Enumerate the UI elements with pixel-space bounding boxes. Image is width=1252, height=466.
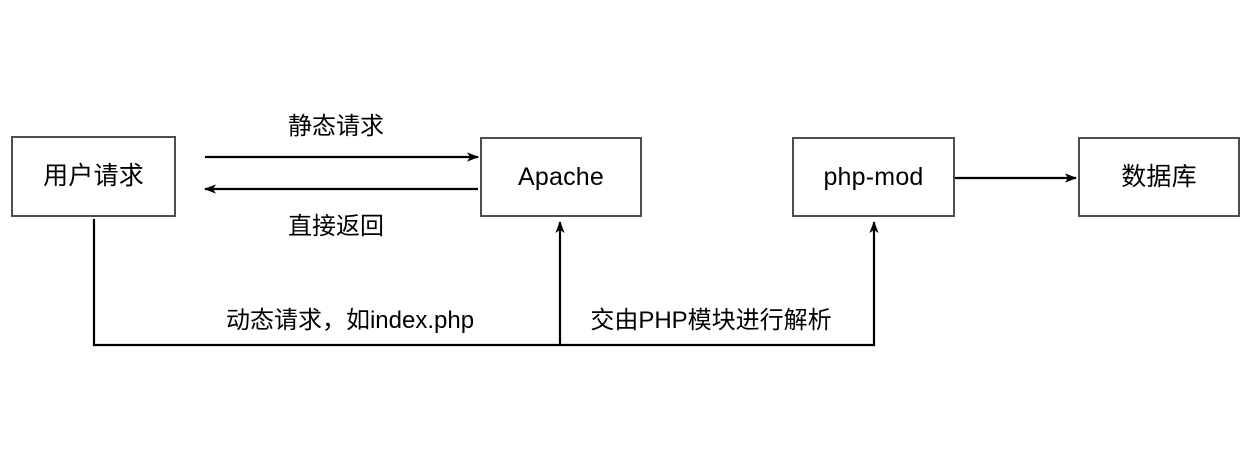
edge-label-dynamic-request: 动态请求，如index.php xyxy=(225,307,475,334)
node-database[interactable]: 数据库 xyxy=(1078,137,1240,217)
edge-dynamic-request xyxy=(92,219,565,347)
edge-label-direct-return: 直接返回 xyxy=(288,213,384,240)
node-php-mod-label: php-mod xyxy=(823,162,924,191)
node-user-request-label: 用户请求 xyxy=(43,162,144,190)
edge-label-php-parse: 交由PHP模块进行解析 xyxy=(590,307,832,334)
node-apache[interactable]: Apache xyxy=(480,137,642,217)
node-apache-label: Apache xyxy=(518,162,604,191)
node-user-request[interactable]: 用户请求 xyxy=(11,136,176,217)
edge-label-static-request: 静态请求 xyxy=(288,113,384,140)
edge-php-parse xyxy=(560,221,879,347)
node-database-label: 数据库 xyxy=(1121,162,1197,191)
node-php-mod[interactable]: php-mod xyxy=(792,137,955,217)
